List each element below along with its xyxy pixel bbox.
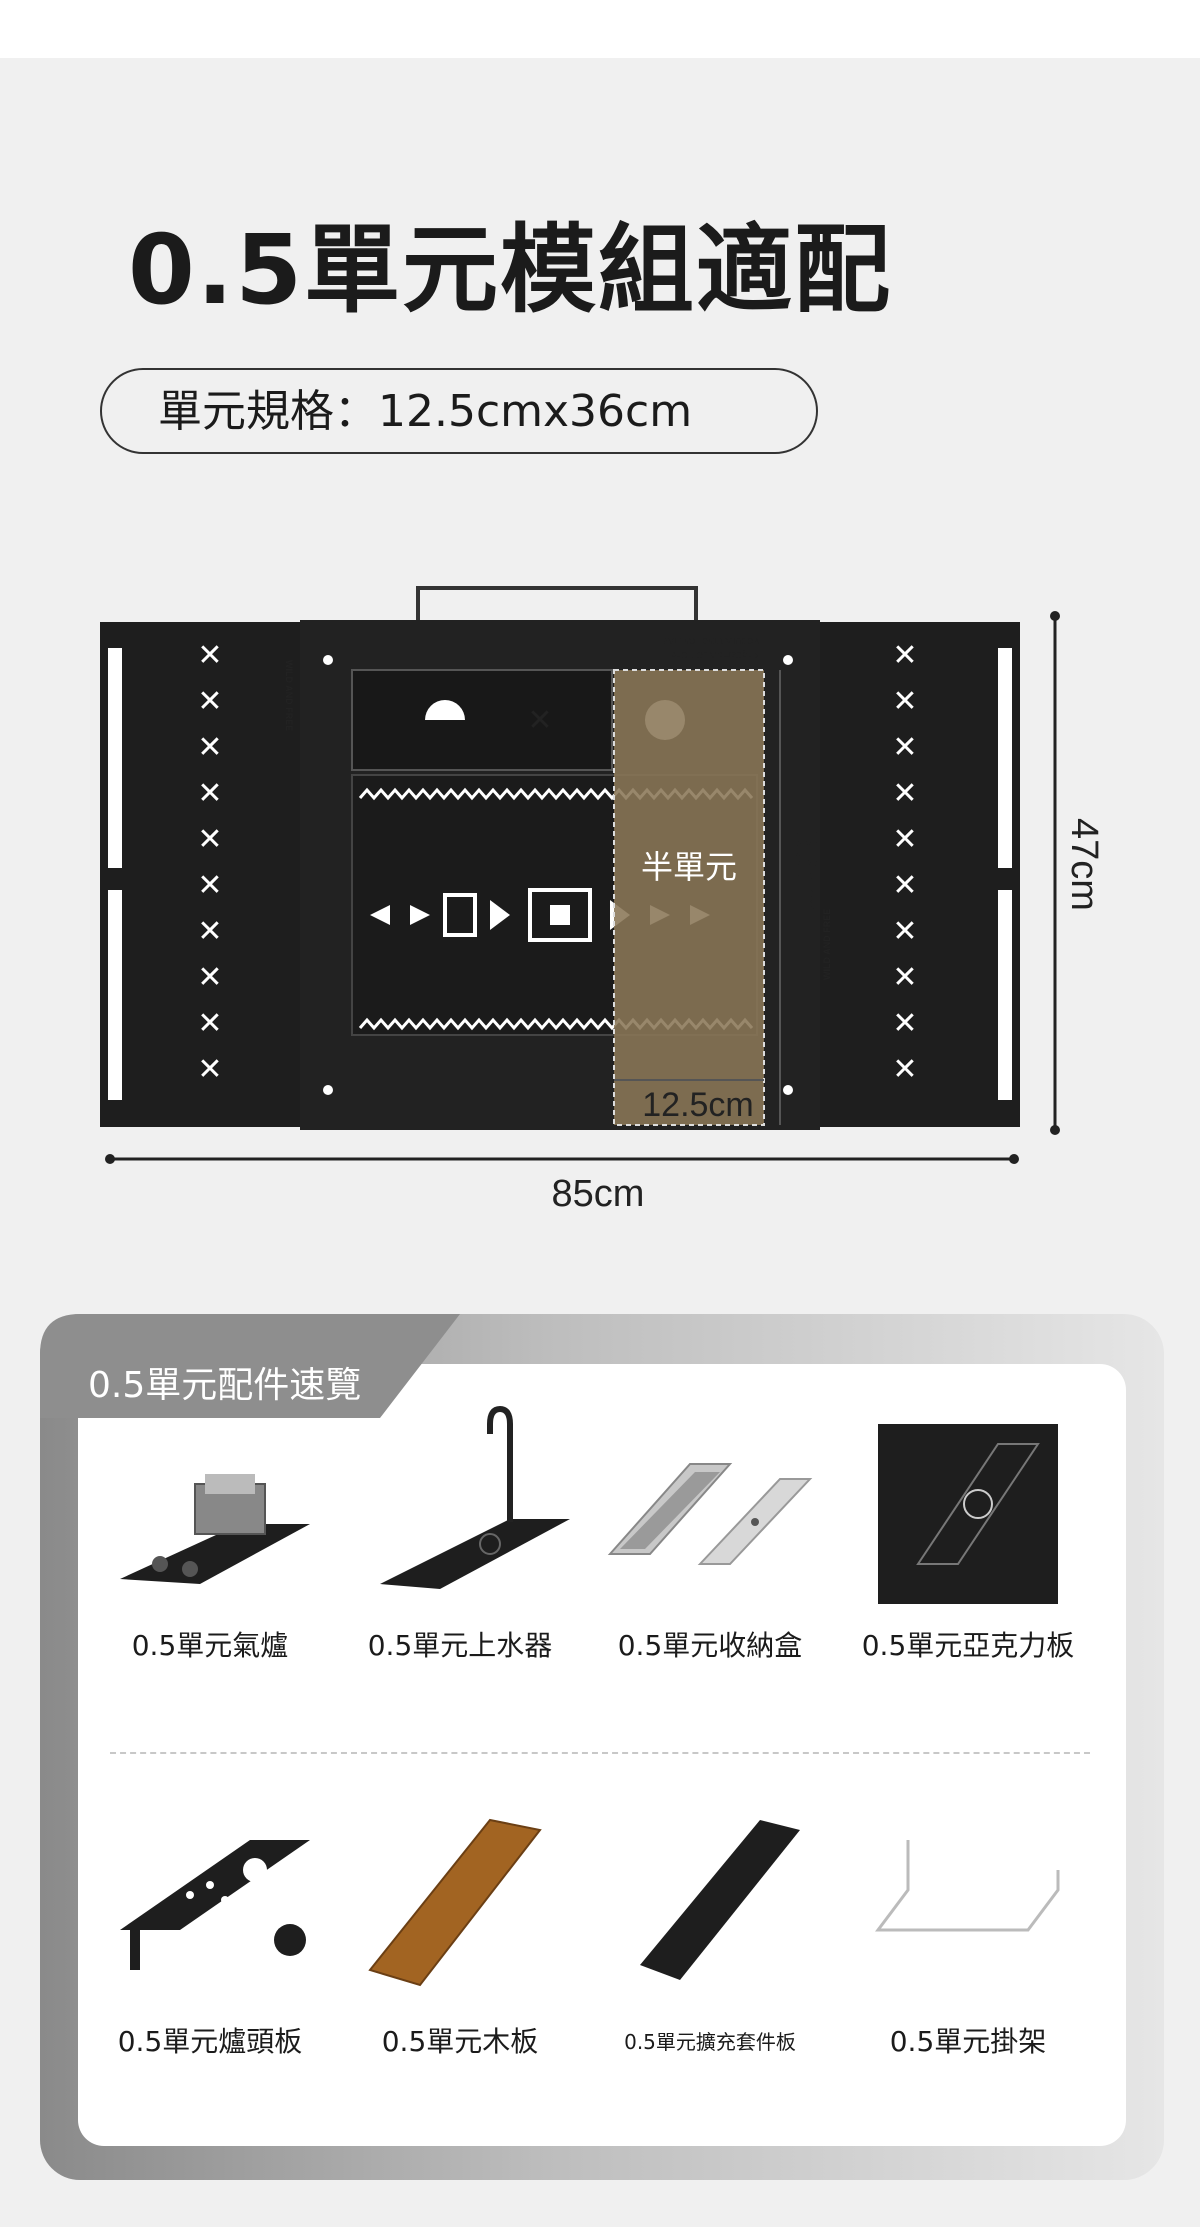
accessory-label: 0.5單元氣爐	[131, 1629, 289, 1662]
svg-text:✕: ✕	[197, 822, 222, 857]
accessory-label: 0.5單元木板	[381, 2025, 539, 2058]
accessory-item[interactable]: 0.5單元收納盒	[590, 1404, 830, 1664]
accessory-label: 0.5單元爐頭板	[117, 2025, 303, 2058]
accessory-label: 0.5單元掛架	[889, 2025, 1047, 2058]
gas-stove-icon	[120, 1474, 310, 1584]
accessory-item[interactable]: 0.5單元木板	[340, 1800, 580, 2060]
svg-text:✕: ✕	[892, 638, 917, 673]
svg-text:✕: ✕	[892, 1006, 917, 1041]
accessories-title: 0.5單元配件速覽	[88, 1365, 362, 1406]
height-label: 47cm	[1063, 818, 1105, 911]
extension-board-icon	[640, 1820, 800, 1980]
accessory-item[interactable]: 0.5單元爐頭板	[90, 1800, 330, 2060]
row-divider	[110, 1752, 1090, 1754]
half-unit-highlight	[613, 669, 765, 1126]
storage-box-icon	[607, 1463, 813, 1565]
svg-text:✕: ✕	[197, 776, 222, 811]
handle-icon	[416, 586, 698, 623]
width-label: 85cm	[552, 1173, 645, 1215]
acrylic-board-icon	[878, 1424, 1058, 1604]
purchase-note: *配件需要單獨購買	[772, 2090, 1113, 2136]
accessory-item[interactable]: 0.5單元亞克力板	[848, 1404, 1088, 1664]
svg-text:✕: ✕	[892, 960, 917, 995]
accessory-item[interactable]: 0.5單元上水器	[340, 1404, 580, 1664]
wood-board-icon	[368, 1818, 542, 1987]
x-pattern-left-icon: ✕ ✕ ✕ ✕ ✕ ✕ ✕ ✕ ✕ ✕	[197, 638, 222, 1087]
half-unit-label: 半單元	[641, 848, 737, 886]
page-title: 0.5單元模組適配	[128, 214, 893, 326]
card-title-tab	[40, 1314, 460, 1418]
burner-plate-icon	[120, 1840, 310, 1970]
accessory-label: 0.5單元收納盒	[617, 1629, 803, 1662]
table-diagram: ✕ ✕ ✕ ✕ ✕ ✕ ✕ ✕ ✕ ✕ ✕ ✕ ✕ ✕ ✕ ✕ ✕ ✕ ✕ ✕ WILD AND FREE WILD…	[100, 586, 1105, 1215]
drawer-box	[351, 669, 613, 771]
svg-text:✕: ✕	[197, 684, 222, 719]
spec-text: 單元規格：12.5cmx36cm	[158, 386, 693, 437]
right-wing-panel	[810, 622, 1020, 1127]
spec-badge: 單元規格：12.5cmx36cm	[100, 368, 818, 454]
svg-text:✕: ✕	[197, 960, 222, 995]
svg-text:✕: ✕	[197, 730, 222, 765]
svg-text:✕: ✕	[892, 914, 917, 949]
panel-text-left: WILD AND FREE	[284, 660, 294, 731]
water-faucet-icon	[380, 1405, 570, 1589]
accessory-label: 0.5單元亞克力板	[861, 1629, 1075, 1662]
panel-text-right: WILD AND FREE	[822, 909, 832, 980]
svg-text:✕: ✕	[892, 868, 917, 903]
svg-text:✕: ✕	[892, 1052, 917, 1087]
svg-text:✕: ✕	[197, 914, 222, 949]
svg-text:✕: ✕	[197, 638, 222, 673]
accessory-label: 0.5單元上水器	[367, 1629, 553, 1662]
brand-text: KingCamp AluGT One	[671, 650, 760, 660]
svg-text:✕: ✕	[527, 704, 552, 737]
svg-text:✕: ✕	[892, 776, 917, 811]
svg-text:✕: ✕	[892, 822, 917, 857]
left-wing-panel	[100, 622, 310, 1127]
svg-text:✕: ✕	[892, 684, 917, 719]
accessory-item[interactable]: 0.5單元掛架	[848, 1800, 1088, 2060]
hanging-rack-icon	[875, 1840, 1060, 1932]
svg-text:✕: ✕	[197, 868, 222, 903]
svg-text:✕: ✕	[892, 730, 917, 765]
svg-text:✕: ✕	[197, 1006, 222, 1041]
accessory-label: 0.5單元擴充套件板	[624, 2030, 796, 2054]
svg-text:✕: ✕	[197, 1052, 222, 1087]
accessory-item[interactable]: 0.5單元氣爐	[90, 1404, 330, 1664]
unit-height-label: 36cm	[788, 830, 826, 913]
table-model-text: MODULAR TACTICAL TABLE	[653, 636, 760, 645]
x-pattern-right-icon: ✕ ✕ ✕ ✕ ✕ ✕ ✕ ✕ ✕ ✕	[892, 638, 917, 1087]
unit-width-label: 12.5cm	[642, 1086, 754, 1124]
accessory-item[interactable]: 0.5單元擴充套件板	[590, 1800, 830, 2055]
